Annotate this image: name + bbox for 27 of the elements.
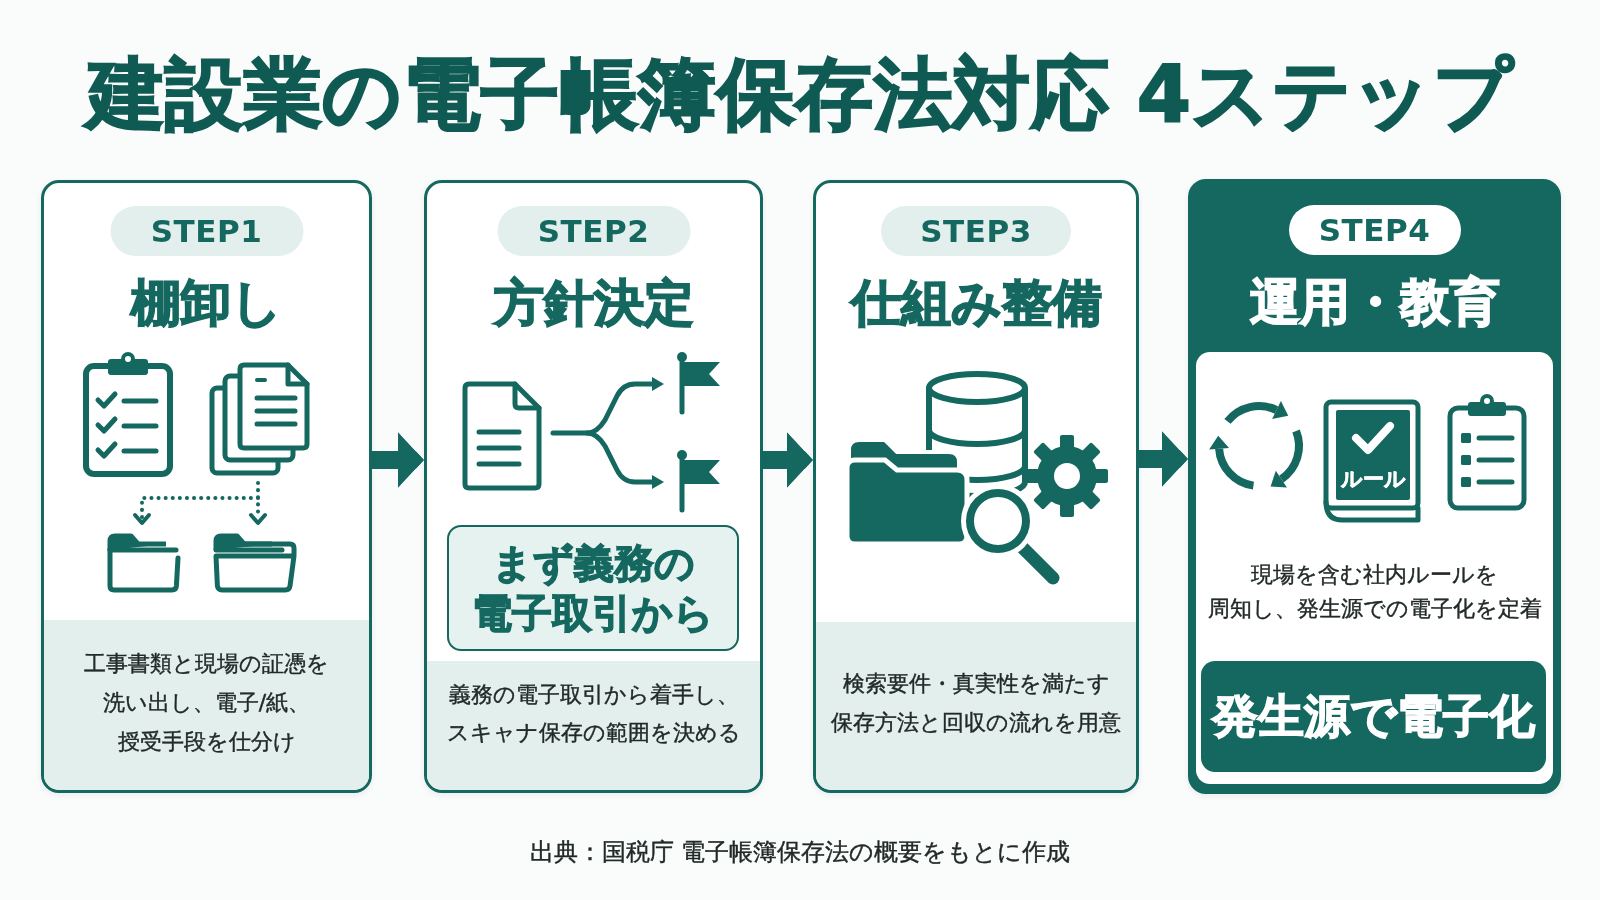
step-title: 仕組み整備 bbox=[850, 273, 1102, 333]
source-note: 出典：国税庁 電子帳簿保存法の概要をもとに作成 bbox=[529, 837, 1071, 868]
description-text: 検索要件・真実性を満たす保存方法と回収の流れを用意 bbox=[831, 670, 1121, 737]
step-card bbox=[813, 180, 1139, 793]
description-panel bbox=[44, 620, 369, 790]
description-panel bbox=[816, 622, 1136, 790]
arrow bbox=[763, 432, 813, 488]
description-text: 義務の電子取引から着手し、スキャナ保存の範囲を決める bbox=[446, 680, 741, 747]
arrow bbox=[372, 432, 424, 488]
step-card bbox=[1188, 179, 1561, 794]
step-title: 方針決定 bbox=[493, 273, 694, 333]
step-badge: STEP2 bbox=[497, 206, 690, 256]
description-panel bbox=[427, 661, 760, 790]
description-text: 現場を含む社内ルールを周知し、発生源での電子化を定着 bbox=[1206, 561, 1543, 623]
key-message-box: まず義務の電子取引から bbox=[447, 525, 739, 651]
step-card bbox=[424, 180, 763, 793]
step-badge: STEP3 bbox=[881, 206, 1071, 256]
book-label: ルール bbox=[1340, 467, 1406, 493]
key-message-banner: 発生源で電子化 bbox=[1201, 661, 1546, 772]
content-panel bbox=[1196, 352, 1553, 784]
step-badge: STEP1 bbox=[110, 206, 303, 256]
arrow bbox=[1139, 431, 1188, 487]
description-text: 工事書類と現場の証憑を洗い出し、電子/紙、授受手段を仕分け bbox=[84, 649, 329, 756]
step-title: 運用・教育 bbox=[1249, 272, 1500, 332]
step-card bbox=[41, 180, 372, 793]
step-badge: STEP4 bbox=[1288, 205, 1461, 255]
step-title: 棚卸し bbox=[131, 273, 282, 333]
